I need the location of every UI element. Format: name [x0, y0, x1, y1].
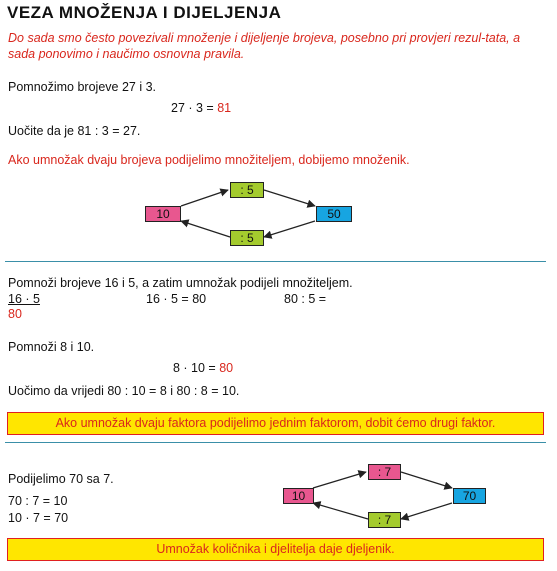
d1-top-operator-box: : 5 [230, 182, 264, 198]
s3-task: Podijelimo 70 sa 7. [8, 472, 114, 486]
s2-col1-top: 16 · 5 [8, 292, 40, 306]
d1-right-number-box: 50 [316, 206, 352, 222]
d1-arrow-top-right [263, 189, 316, 208]
s1-eq-left: 27 · 3 = [171, 101, 218, 115]
s3-eq2: 10 · 7 = 70 [8, 511, 69, 525]
s2-task: Pomnoži brojeve 16 i 5, a zatim umnožak … [8, 276, 353, 290]
d1-bottom-operator-box: : 5 [230, 230, 264, 246]
s1-equation: 27 · 3 = 81 [171, 101, 231, 115]
s2-task2: Pomnoži 8 i 10. [8, 340, 95, 354]
d1-left-number-box: 10 [145, 206, 181, 222]
d2-arrow-top-left [312, 470, 367, 489]
s1-line1: Pomnožimo brojeve 27 i 3. [8, 80, 156, 94]
s2-col3: 80 : 5 = [284, 292, 327, 306]
s2-equation: 8 · 10 = 80 [173, 361, 233, 375]
s2-eq-left: 8 · 10 = [173, 361, 220, 375]
s3-rule-banner: Umnožak količnika i djelitelja daje djel… [7, 538, 544, 561]
d2-left-number-box: 10 [283, 488, 314, 504]
d1-arrow-bottom-left [180, 219, 231, 238]
s3-eq1: 70 : 7 = 10 [8, 494, 68, 508]
s2-note: Uočimo da vrijedi 80 : 10 = 8 i 80 : 8 =… [8, 384, 240, 398]
intro-text: Do sada smo često povezivali množenje i … [8, 31, 521, 61]
s2-eq-result: 80 [219, 361, 234, 375]
s2-rule-banner: Ako umnožak dvaju faktora podijelimo jed… [7, 412, 544, 435]
d1-arrow-bottom-right [263, 220, 316, 239]
d1-arrow-top-left [180, 188, 229, 207]
s1-line2: Uočite da je 81 : 3 = 27. [8, 124, 141, 138]
s1-eq-result: 81 [217, 101, 232, 115]
page-title: VEZA MNOŽENJA I DIJELJENJA [7, 3, 282, 22]
s2-col2: 16 · 5 = 80 [146, 292, 207, 306]
section-divider [5, 442, 546, 443]
d2-arrow-bottom-left [312, 501, 369, 520]
section-divider [5, 261, 546, 262]
s2-col1-bottom: 80 [8, 307, 22, 321]
s1-rule: Ako umnožak dvaju brojeva podijelimo mno… [8, 153, 410, 167]
d2-arrow-top-right [400, 471, 453, 490]
d2-arrow-bottom-right [400, 502, 453, 521]
d2-right-number-box: 70 [453, 488, 486, 504]
d2-bottom-operator-box: : 7 [368, 512, 401, 528]
d2-top-operator-box: : 7 [368, 464, 401, 480]
